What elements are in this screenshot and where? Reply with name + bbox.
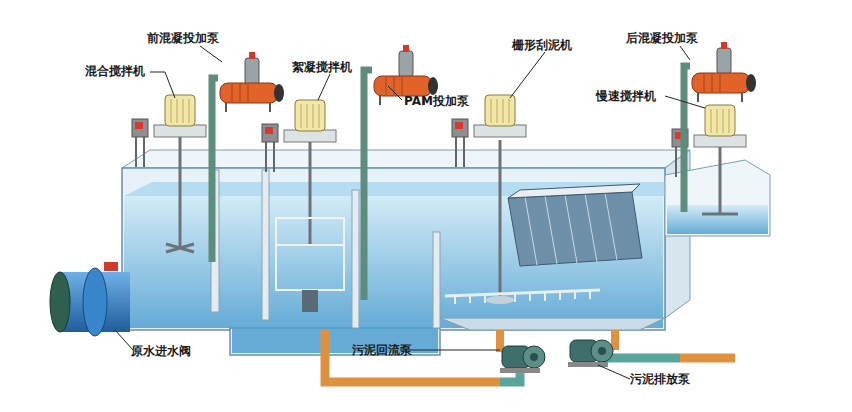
- dosing-pump: [220, 52, 284, 112]
- leader-line: [400, 350, 500, 351]
- leader-line: [680, 46, 690, 60]
- paddle-frame: [276, 218, 344, 290]
- scraper-hub: [486, 296, 514, 304]
- impeller: [702, 213, 738, 216]
- plate-pack: [508, 192, 642, 266]
- valve-actuator: [104, 262, 118, 271]
- discharge-pipe: [680, 354, 735, 363]
- inclined-plates: [508, 184, 642, 266]
- part-label: PAM投加泵: [404, 94, 469, 108]
- part-label: 絮凝搅拌机: [292, 60, 352, 74]
- sludge-scraper: [445, 140, 600, 304]
- drain-pipe: [302, 290, 318, 312]
- scraper-teeth: [455, 291, 590, 304]
- part-label: 污泥排放泵: [630, 372, 690, 386]
- leader-line: [318, 74, 330, 100]
- leader-line: [388, 86, 402, 100]
- part-label: 污泥回流泵: [352, 343, 412, 357]
- plate-top: [508, 184, 640, 198]
- leader-line: [665, 96, 705, 108]
- leader-line: [510, 52, 545, 98]
- dosing-pipe: [684, 66, 690, 212]
- dosing: [212, 42, 756, 300]
- dosing-pipe: [212, 78, 218, 262]
- dosing-pipe: [364, 70, 372, 300]
- plate: [585, 194, 597, 262]
- impeller: [166, 244, 194, 252]
- hopper: [440, 318, 665, 330]
- partition-wall: [352, 190, 359, 328]
- part-label: 原水进水阀: [131, 344, 191, 358]
- paddle-frame: [276, 244, 344, 246]
- partition-wall: [262, 170, 269, 320]
- part-label: 后混凝投加泵: [626, 31, 698, 45]
- pipe-end: [50, 272, 70, 332]
- dosing-pump: [692, 42, 756, 102]
- leader-lines: [115, 46, 705, 379]
- part-label: 栅形刮泥机: [512, 38, 572, 52]
- part-label: 前混凝投加泵: [147, 31, 219, 45]
- leader-line: [598, 365, 630, 379]
- mixer-motor: [262, 100, 336, 172]
- mixer-shaft: [179, 137, 182, 248]
- leader-line: [200, 46, 222, 62]
- scraper-shaft: [499, 140, 502, 296]
- plate: [545, 196, 557, 264]
- mixers: [132, 95, 746, 312]
- valve-flange: [83, 268, 107, 336]
- tank: [122, 150, 690, 355]
- inlet-valve: [50, 262, 130, 336]
- leader-line: [150, 72, 175, 98]
- mixer-motor: [132, 95, 206, 167]
- part-label: 混合搅拌机: [85, 64, 145, 78]
- plate: [525, 197, 537, 265]
- part-label: 慢速搅拌机: [596, 89, 656, 103]
- leader-line: [115, 330, 133, 350]
- return-pump: [500, 346, 545, 373]
- mixer-shaft: [719, 147, 722, 214]
- plate: [605, 193, 617, 260]
- return-pipe: [325, 330, 500, 382]
- discharge-pump: [568, 340, 613, 367]
- scraper-rake: [445, 290, 600, 296]
- plate: [565, 195, 577, 263]
- mixer-shaft: [309, 142, 312, 245]
- partition-wall: [433, 232, 440, 328]
- tank-rim: [122, 150, 690, 168]
